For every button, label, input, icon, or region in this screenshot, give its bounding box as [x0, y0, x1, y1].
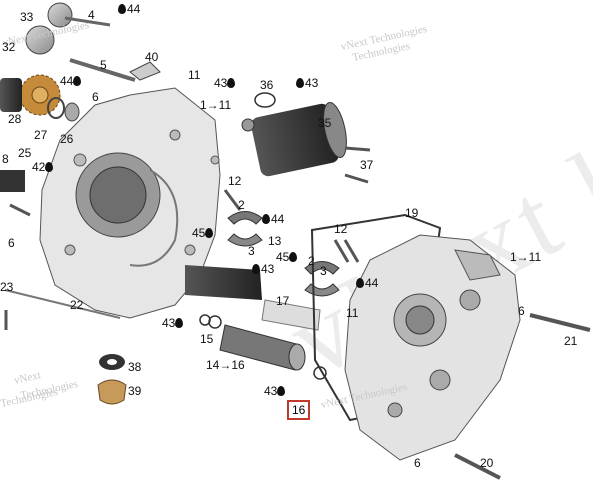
callout-43: 43	[214, 76, 236, 90]
callout-40: 40	[145, 50, 159, 64]
callout-6: 6	[518, 304, 525, 318]
part-13-plate	[185, 265, 262, 300]
callout-11: 11	[188, 68, 201, 82]
oil-drop-icon	[356, 278, 364, 288]
callout-16-highlighted[interactable]: 16	[287, 400, 311, 420]
callout-26: 26	[60, 132, 74, 146]
rod-22	[4, 289, 121, 319]
callout-6: 6	[414, 456, 421, 470]
callout-19: 19	[405, 206, 419, 220]
callout-36: 36	[260, 78, 274, 92]
right-crankcase	[344, 234, 521, 461]
oil-drop-icon	[175, 318, 184, 328]
callout-25: 25	[18, 146, 32, 160]
callout-2: 2	[238, 198, 245, 212]
callout-27: 27	[34, 128, 48, 142]
callout-1-11: 1→11	[510, 250, 542, 264]
callout-12: 12	[334, 222, 348, 236]
callout-38: 38	[128, 360, 142, 374]
oil-drop-icon	[227, 78, 236, 88]
callout-21: 21	[564, 334, 578, 348]
callout-8: 8	[2, 152, 9, 166]
starter-motor	[241, 92, 347, 177]
callout-44: 44	[118, 2, 140, 16]
callout-13: 13	[268, 234, 282, 248]
callout-17: 17	[276, 294, 290, 308]
callout-6: 6	[8, 236, 15, 250]
callout-44: 44	[262, 212, 284, 226]
shaft-14	[219, 324, 306, 371]
callout-6: 6	[92, 90, 99, 104]
callout-43: 43	[162, 316, 184, 330]
callout-1-11: 1→11	[200, 98, 232, 112]
callout-45: 45	[192, 226, 214, 240]
gear-group-top-left	[0, 2, 136, 122]
callout-35: 35	[318, 116, 332, 130]
oil-drop-icon	[296, 78, 304, 88]
oil-drop-icon	[289, 252, 298, 262]
oil-drop-icon	[73, 76, 82, 86]
callout-33: 33	[20, 10, 34, 24]
oil-drop-icon	[262, 214, 270, 224]
callout-14-16: 14→16	[206, 358, 245, 372]
callout-3: 3	[248, 244, 255, 258]
oil-drop-icon	[252, 264, 260, 274]
callout-39: 39	[128, 384, 142, 398]
callout-23: 23	[0, 280, 14, 294]
callout-44: 44	[356, 276, 378, 290]
callout-11: 11	[346, 306, 359, 320]
callout-4: 4	[88, 8, 95, 22]
callout-5: 5	[100, 58, 107, 72]
part-39-cap	[97, 379, 127, 405]
callout-28: 28	[8, 112, 22, 126]
left-crankcase	[39, 87, 221, 319]
callout-43: 43	[252, 262, 274, 276]
callout-2: 2	[308, 254, 315, 268]
callout-44: 44	[60, 74, 82, 88]
callout-20: 20	[480, 456, 494, 470]
bolt-37-b	[344, 173, 369, 184]
callout-12: 12	[228, 174, 242, 188]
callout-43: 43	[264, 384, 286, 398]
callout-42: 42	[32, 160, 54, 174]
bolt-20	[454, 453, 501, 480]
callout-32: 32	[2, 40, 16, 54]
bolt-21	[529, 313, 591, 332]
oil-drop-icon	[118, 4, 126, 14]
oil-drop-icon	[205, 228, 214, 238]
callout-22: 22	[70, 298, 84, 312]
oil-drop-icon	[277, 386, 286, 396]
bolt-37-a	[344, 146, 371, 152]
callout-43: 43	[296, 76, 318, 90]
callout-37: 37	[360, 158, 374, 172]
part-8-block	[0, 170, 25, 192]
part-17-label	[261, 299, 321, 331]
oil-drop-icon	[45, 162, 54, 172]
bearing-shells-left	[227, 211, 263, 247]
part-40-shape	[129, 61, 161, 81]
callout-45: 45	[276, 250, 298, 264]
callout-15: 15	[200, 332, 214, 346]
callout-3: 3	[320, 264, 327, 278]
